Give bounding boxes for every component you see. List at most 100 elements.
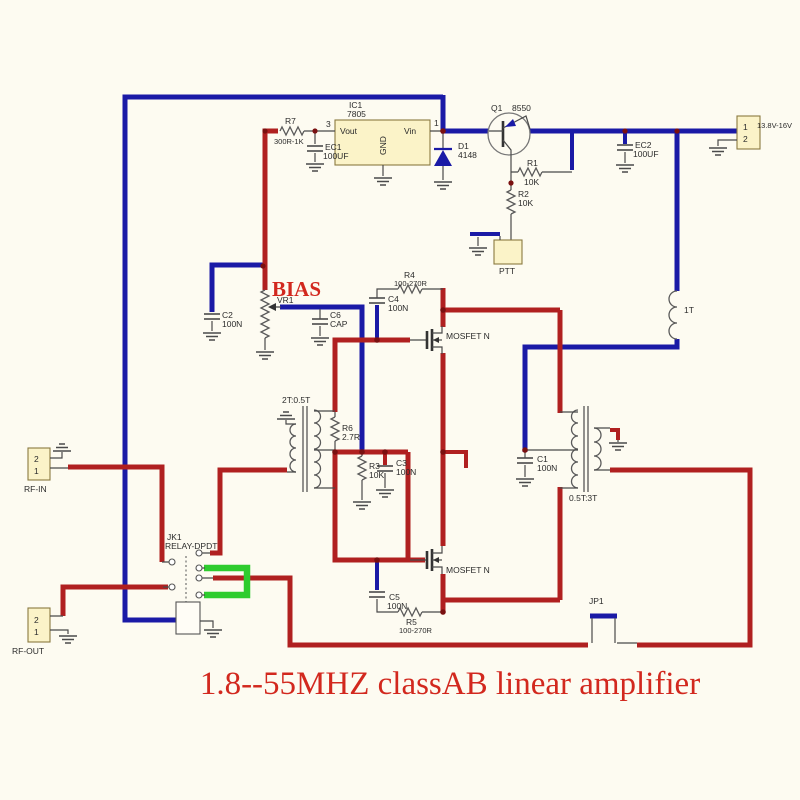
c3-ref-label: C3 bbox=[396, 458, 407, 468]
ic1-pin1-label: 1 bbox=[434, 118, 439, 128]
wire-sec-gnd-stub bbox=[610, 428, 620, 440]
r6-value-label: 2.7R bbox=[342, 432, 360, 442]
r3-gnd-icon bbox=[352, 501, 372, 510]
relay-ref-label: JK1 bbox=[167, 532, 182, 542]
vr1-zigzag-1 bbox=[260, 289, 270, 315]
cap-c1 bbox=[515, 452, 535, 487]
vr1-gnd-icon bbox=[255, 351, 275, 360]
vr1-ref-label: VR1 bbox=[277, 295, 294, 305]
c6-gnd-icon bbox=[310, 337, 330, 346]
vr1-wiper-arrow bbox=[268, 303, 276, 311]
l1-coil bbox=[668, 290, 678, 340]
d1-triangle bbox=[434, 150, 452, 166]
q1-ref-label: Q1 bbox=[491, 103, 503, 113]
vr1-zigzag-2 bbox=[260, 313, 270, 339]
rfin-pin2-label: 2 bbox=[34, 454, 39, 464]
resistor-r2 bbox=[506, 188, 516, 240]
txout-leads bbox=[527, 411, 619, 489]
relay-pole-1 bbox=[168, 558, 176, 566]
r7-zigzag bbox=[279, 126, 305, 136]
mosfet-top-label: MOSFET N bbox=[446, 331, 490, 341]
wire-bias-feed bbox=[280, 304, 365, 450]
supply-conn-leads bbox=[717, 139, 737, 146]
r2-ref-label: R2 bbox=[518, 189, 529, 199]
r6-ref-label: R6 bbox=[342, 423, 353, 433]
ec2-value-label: 100UF bbox=[633, 149, 659, 159]
mosfet-top-symbol bbox=[410, 324, 444, 356]
l1-label: 1T bbox=[684, 305, 694, 315]
wire-jp1-to-relay bbox=[213, 575, 588, 648]
c2-gnd-icon bbox=[202, 332, 222, 341]
c5-ref-label: C5 bbox=[389, 592, 400, 602]
c2-plates bbox=[203, 313, 221, 320]
jp1-legs bbox=[591, 618, 637, 644]
resistor-r1 bbox=[511, 167, 572, 177]
d1-ref-label: D1 bbox=[458, 141, 469, 151]
wire-relay-to-rfout bbox=[60, 584, 168, 616]
ic1-part-label: 7805 bbox=[347, 109, 366, 119]
supply-connector bbox=[708, 115, 761, 156]
wire-choke-to-centertap bbox=[522, 339, 680, 452]
wire-relay-to-txin bbox=[210, 467, 287, 556]
ec1-value-label: 100UF bbox=[323, 151, 349, 161]
q1-emitter-arrow bbox=[505, 119, 516, 127]
txout-primary-coil bbox=[570, 409, 579, 489]
r1-ref-label: R1 bbox=[527, 158, 538, 168]
output-transformer-label: 0.5T:3T bbox=[569, 493, 597, 503]
ic1-vout-label: Vout bbox=[340, 126, 358, 136]
rf-out-connector bbox=[27, 607, 78, 644]
r5-c5-leads bbox=[376, 599, 443, 613]
r4-c4-leads bbox=[376, 288, 443, 298]
wire-bottom-drain bbox=[440, 487, 563, 613]
r5-ref-label: R5 bbox=[406, 617, 417, 627]
rfin-gnd-icon bbox=[52, 443, 72, 452]
ic1-gnd-icon bbox=[373, 177, 393, 186]
mosfet-top-icon bbox=[425, 324, 444, 356]
wire-relay-bypass-green bbox=[204, 564, 251, 599]
ic1-pin3-label: 3 bbox=[326, 119, 331, 129]
txout-gnd-icon bbox=[608, 442, 628, 451]
ptt-label: PTT bbox=[499, 266, 515, 276]
relay-gnd-icon bbox=[203, 629, 223, 638]
relay-throw-1 bbox=[195, 549, 203, 557]
r3-zigzag bbox=[357, 455, 367, 481]
r2-value-label: 10K bbox=[518, 198, 533, 208]
txin-secondary-coil bbox=[313, 409, 322, 489]
c6-ref-label: C6 bbox=[330, 310, 341, 320]
c6-plates bbox=[311, 318, 329, 325]
resistor-r7 bbox=[279, 126, 305, 136]
c1-value-label: 100N bbox=[537, 463, 557, 473]
rfin-leads bbox=[50, 452, 68, 469]
rfout-label: RF-OUT bbox=[12, 646, 44, 656]
wire-source-gnd-stub bbox=[443, 450, 468, 468]
ic1-ref-label: IC1 bbox=[349, 100, 363, 110]
r1-zigzag bbox=[517, 167, 543, 177]
relay-coil-gnd-lead bbox=[200, 620, 214, 628]
diode-d1 bbox=[433, 131, 453, 190]
c3-gnd-icon bbox=[375, 489, 395, 498]
input-transformer-label: 2T:0.5T bbox=[282, 395, 310, 405]
q1-value-label: 8550 bbox=[512, 103, 531, 113]
mosfet-bottom-symbol bbox=[410, 544, 444, 576]
rfout-pin1-label: 1 bbox=[34, 627, 39, 637]
red-wires bbox=[60, 128, 753, 648]
c5-plates bbox=[368, 591, 386, 598]
r3-ref-label: R3 bbox=[369, 461, 380, 471]
ic1-gnd-label: GND bbox=[378, 136, 388, 155]
ec2-ref-label: EC2 bbox=[635, 140, 652, 150]
junction-dots bbox=[260, 128, 680, 615]
r5-value-label: 100-270R bbox=[399, 626, 433, 635]
wire-top-drain bbox=[440, 288, 563, 413]
cap-ec1 bbox=[305, 131, 325, 172]
r4-value-label: 100-270R bbox=[394, 279, 428, 288]
ec1-ref-label: EC1 bbox=[325, 142, 342, 152]
rfin-pin1-label: 1 bbox=[34, 466, 39, 476]
wire-rf-output-loop bbox=[610, 467, 753, 648]
ptt-gnd-icon bbox=[468, 247, 488, 256]
rfin-body bbox=[27, 447, 51, 481]
relay-throw-2 bbox=[195, 564, 203, 572]
schematic-title: 1.8--55MHZ classAB linear amplifier bbox=[200, 666, 700, 702]
wire-c2-stem bbox=[209, 262, 264, 312]
